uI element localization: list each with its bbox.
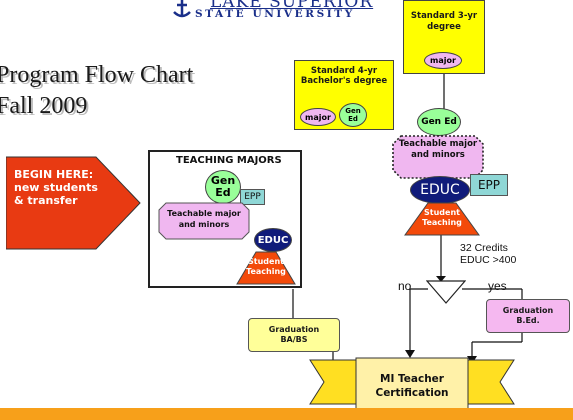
- tm-gen-ed-oval: Gen Ed: [205, 170, 241, 204]
- rf-educ-oval: EDUC: [410, 176, 470, 204]
- logo-line-1: LAKE SUPERIOR: [210, 0, 374, 12]
- decision-triangle: [426, 280, 466, 304]
- rf-teachable-text: Teachable major and minors: [398, 139, 478, 160]
- decision-no-label: no: [398, 279, 412, 293]
- rf-epp-tag: EPP: [470, 174, 508, 196]
- page-title: Program Flow Chart Fall 2009: [0, 60, 193, 122]
- title-line-1: Program Flow Chart: [0, 62, 194, 88]
- anchor-icon: [173, 0, 191, 18]
- standard-4yr-major: major: [300, 108, 336, 126]
- teaching-majors-heading: TEACHING MAJORS: [176, 155, 282, 166]
- credits-note-line-2: EDUC >400: [460, 254, 517, 266]
- rf-gen-ed-oval: Gen Ed: [417, 108, 461, 136]
- rf-teachable-shape: [392, 135, 484, 179]
- title-line-2: Fall 2009: [0, 93, 88, 119]
- certification-ribbon: [309, 357, 515, 411]
- logo-line-2: STATE UNIVERSITY: [195, 8, 355, 20]
- tm-teachable-shape: [158, 202, 250, 240]
- standard-4yr-gen-ed: Gen Ed: [339, 103, 367, 127]
- graduation-babs-scroll: Graduation BA/BS: [248, 318, 340, 352]
- tm-educ-oval: EDUC: [254, 228, 292, 252]
- tm-student-teaching-text: Student Teaching: [246, 257, 286, 276]
- bottom-accent-bar: [0, 408, 573, 420]
- standard-4yr-label: Standard 4-yr Bachelor's degree: [300, 66, 388, 86]
- credits-note-line-1: 32 Credits: [460, 242, 508, 254]
- begin-arrow-shape: [6, 156, 141, 250]
- standard-3yr-label: Standard 3-yr degree: [410, 11, 478, 32]
- tm-teachable-text: Teachable major and minors: [167, 209, 241, 229]
- begin-text: BEGIN HERE: new students & transfer: [14, 168, 98, 207]
- standard-3yr-major: major: [424, 52, 462, 69]
- rf-student-teaching-text: Student Teaching: [422, 208, 462, 227]
- tm-epp-tag: EPP: [240, 189, 265, 205]
- rf-student-teaching-shape: [404, 202, 480, 236]
- graduation-bed-scroll: Graduation B.Ed.: [486, 299, 570, 333]
- decision-yes-label: yes: [488, 279, 507, 293]
- credits-note: 32 Credits EDUC >400: [460, 242, 516, 266]
- tm-student-teaching-shape: [236, 251, 296, 285]
- logo-band: [168, 0, 408, 20]
- certification-text: MI Teacher Certification: [375, 373, 449, 399]
